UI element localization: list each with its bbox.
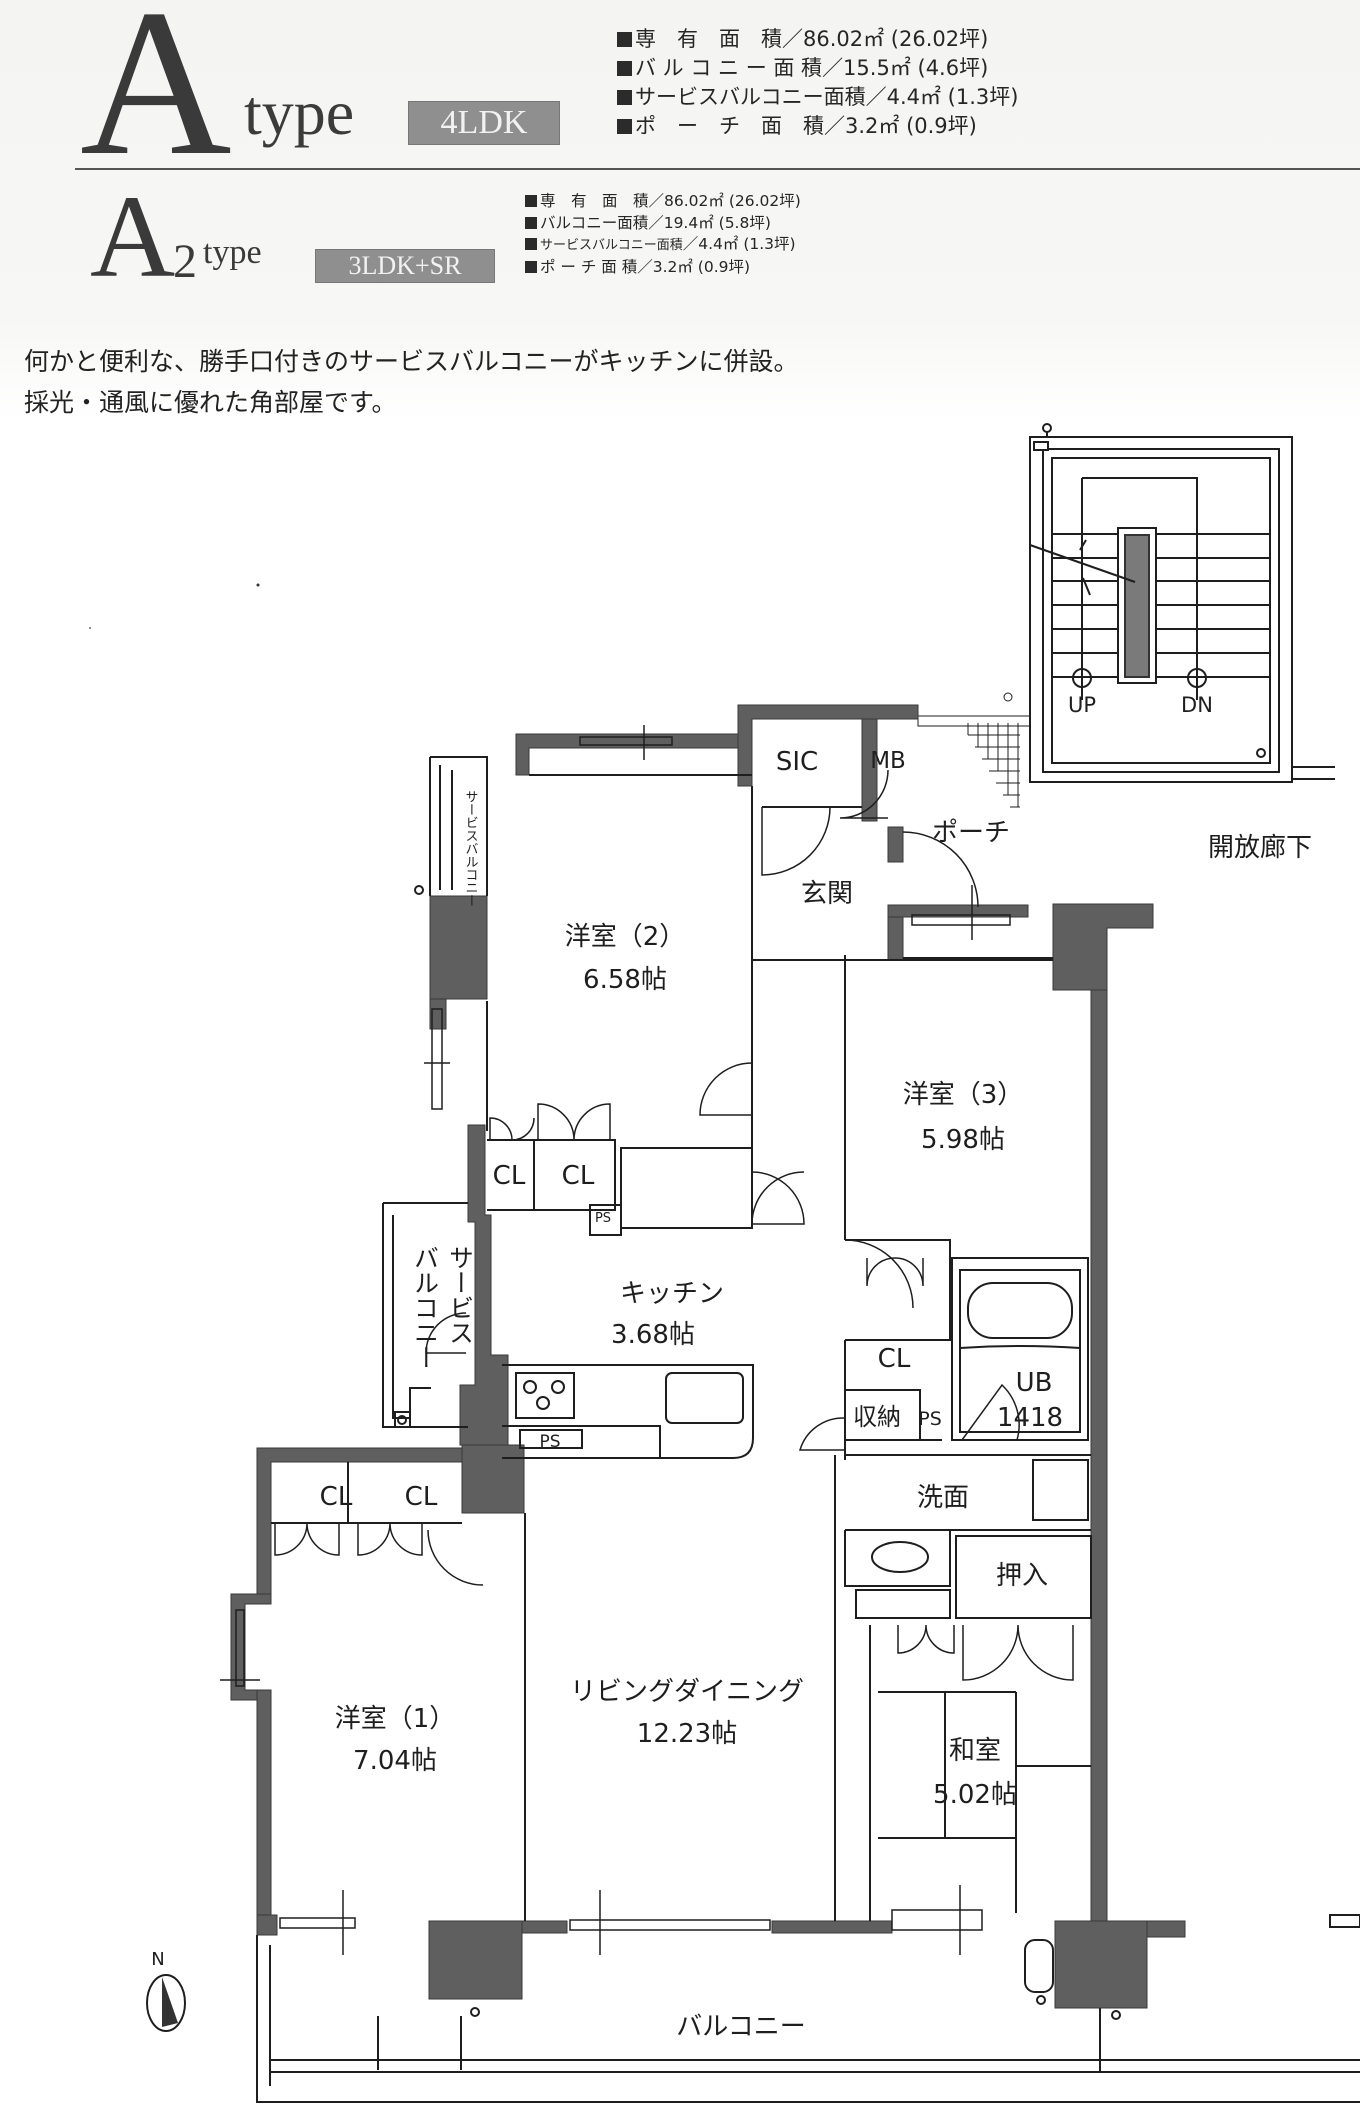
a2-type-specs: 専 有 面 積／86.02㎡ (26.02坪) バルコニー面積／19.4㎡ (5… [525,191,801,278]
kitchen-name: キッチン [620,1279,724,1309]
living-dining-size: 12.23帖 [637,1719,737,1749]
japanese-room-name: 和室 [949,1736,1001,1766]
door-swings [274,769,1074,1681]
porch-steps [917,692,1031,808]
a2-type-badge: 3LDK+SR [315,249,495,283]
a2-type-letter: A [90,171,176,302]
pipe-space-label: PS [539,1432,560,1452]
western-room-1-name: 洋室（1） [335,1704,456,1734]
bullet-square-icon [525,260,537,273]
stairwell [1029,423,1335,783]
unit-bath-label: UB [1016,1368,1053,1398]
closet-label: CL [878,1344,911,1374]
western-room-1-size: 7.04帖 [353,1746,437,1776]
a2-spec-row: ポ ー チ 面 積／3.2㎡ (0.9坪) [525,257,801,279]
bullet-square-icon [525,238,537,250]
bullet-square-icon [617,32,632,47]
pipe-space-label: PS [595,1211,611,1226]
north-compass-icon: N [146,1949,186,2032]
compass-north-label: N [151,1949,164,1970]
a-spec-row: サービスバルコニー面積／4.4㎡ (1.3坪) [617,83,1018,112]
description-line-1: 何かと便利な、勝手口付きのサービスバルコニーがキッチンに併設。 [24,347,799,376]
a-spec-row: バ ル コ ニ ー 面 積／15.5㎡ (4.6坪) [617,54,1018,83]
header-divider [75,168,1360,170]
a-spec-row: 専 有 面 積／86.02㎡ (26.02坪) [617,25,1018,54]
porch-label: ポーチ [932,818,1010,848]
bullet-square-icon [617,119,632,134]
a2-spec-row: 専 有 面 積／86.02㎡ (26.02坪) [525,191,801,213]
bullet-square-icon [617,61,632,76]
a2-spec-row: バルコニー面積／19.4㎡ (5.8坪) [525,213,801,235]
closet-label: CL [562,1161,595,1191]
unit-bath-size: 1418 [997,1403,1063,1433]
bullet-square-icon [617,90,632,105]
stairs-down-label: DN [1181,693,1213,717]
living-dining-name: リビングダイニング [570,1677,804,1707]
service-balcony-top-label: サービスバルコニー [463,790,479,907]
service-balcony-kitchen-label-col1: サービス [446,1245,475,1345]
closet-label: CL [320,1482,353,1512]
open-corridor-label: 開放廊下 [1208,833,1312,863]
a-type-word: type [244,77,355,148]
stairs-up-label: UP [1068,693,1096,717]
pipe-space-label: PS [918,1408,942,1430]
storage-label: 収納 [853,1403,901,1431]
description-line-2: 採光・通風に優れた角部屋です。 [24,388,397,417]
a2-type-subscript: 2 [173,235,197,288]
western-room-3-size: 5.98帖 [921,1125,1005,1155]
western-room-3-name: 洋室（3） [903,1080,1024,1110]
balcony-label: バルコニー [676,2012,805,2042]
a-type-letter: A [80,0,232,199]
service-balcony-kitchen-label-col2: バルコニー [411,1245,440,1370]
western-room-2-name: 洋室（2） [565,922,686,952]
entrance-label: 玄関 [801,879,853,909]
description: 何かと便利な、勝手口付きのサービスバルコニーがキッチンに併設。 採光・通風に優れ… [24,341,799,423]
a-spec-row: ポ ー チ 面 積／3.2㎡ (0.9坪) [617,112,1018,141]
kitchen-size: 3.68帖 [611,1320,695,1350]
closet-label: CL [405,1482,438,1512]
bullet-square-icon [525,195,537,207]
windows [220,725,1011,1955]
sic-label: SIC [776,747,818,777]
mb-label: MB [870,748,906,774]
western-room-2-size: 6.58帖 [583,965,667,995]
a2-spec-row: サービスバルコニー面積／4.4㎡ (1.3坪) [525,234,801,257]
a-type-specs: 専 有 面 積／86.02㎡ (26.02坪) バ ル コ ニ ー 面 積／15… [617,25,1018,141]
closet-label: CL [493,1161,526,1191]
a2-type-word: type [203,234,262,271]
oshiire-label: 押入 [996,1561,1048,1591]
structural-walls [230,704,1186,2009]
washroom-label: 洗面 [917,1483,969,1513]
bullet-square-icon [525,216,537,229]
japanese-room-size: 5.02帖 [933,1780,1017,1810]
a-type-badge: 4LDK [408,101,560,145]
partitions [256,756,1360,2103]
